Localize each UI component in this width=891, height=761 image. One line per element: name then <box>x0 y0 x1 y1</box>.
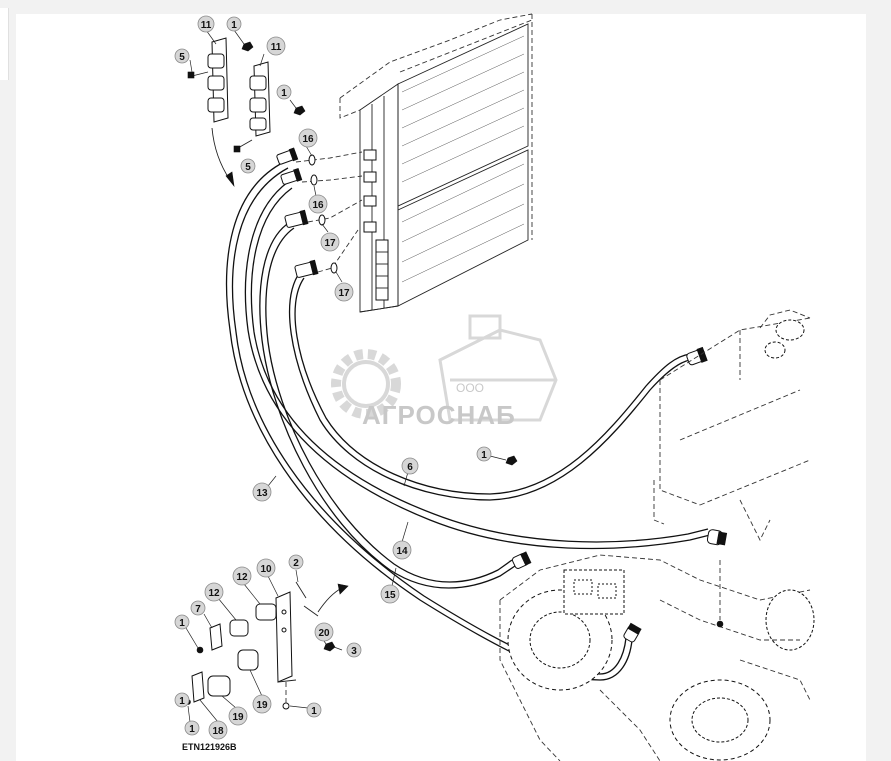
callout-19: 19 <box>252 694 272 714</box>
callout-1: 1 <box>476 446 492 462</box>
transmission-housing <box>499 554 815 761</box>
callout-1: 1 <box>226 16 242 32</box>
callout-text: 19 <box>256 700 268 711</box>
callout-11: 11 <box>266 36 286 56</box>
callout-text: 14 <box>396 546 408 557</box>
callout-2: 2 <box>288 554 304 570</box>
callout-text: 12 <box>236 572 248 583</box>
watermark-prefix: ООО <box>456 381 484 395</box>
harvester-icon <box>438 314 558 422</box>
callout-1: 1 <box>306 702 322 718</box>
callout-text: 19 <box>232 712 244 723</box>
callout-19: 19 <box>228 706 248 726</box>
gear-icon <box>331 349 401 419</box>
callout-text: 1 <box>281 88 287 99</box>
callout-15: 15 <box>380 584 400 604</box>
callout-14: 14 <box>392 540 412 560</box>
watermark-company: АГРОСНАБ <box>362 400 516 430</box>
callout-text: 17 <box>338 288 350 299</box>
callout-1: 1 <box>276 84 292 100</box>
callout-16: 16 <box>298 128 318 148</box>
callout-text: 20 <box>318 628 330 639</box>
callout-text: 6 <box>407 462 413 473</box>
callout-text: 1 <box>311 706 317 717</box>
callout-3: 3 <box>346 642 362 658</box>
callout-text: 13 <box>256 488 268 499</box>
callout-text: 12 <box>208 588 220 599</box>
callout-text: 3 <box>351 646 357 657</box>
radiator-assembly <box>339 13 533 313</box>
hose-group <box>225 161 711 681</box>
callout-7: 7 <box>190 600 206 616</box>
callout-text: 11 <box>201 20 212 31</box>
callout-12: 12 <box>232 566 252 586</box>
callout-text: 5 <box>179 52 185 63</box>
callout-text: 1 <box>231 20 237 31</box>
port-alignment-lines <box>295 151 363 273</box>
callout-20: 20 <box>314 622 334 642</box>
callout-5: 5 <box>174 48 190 64</box>
top-clamp-assembly <box>187 37 306 188</box>
callout-17: 17 <box>334 282 354 302</box>
callout-1: 1 <box>184 720 200 736</box>
callout-text: 1 <box>189 724 195 735</box>
callout-11: 11 <box>197 15 215 33</box>
callout-text: 1 <box>179 696 185 707</box>
nut-part-1 <box>505 455 518 466</box>
radiator-fins <box>401 35 525 283</box>
callout-text: 2 <box>293 558 299 569</box>
hose-fittings-top <box>276 147 319 278</box>
callout-text: 7 <box>195 604 201 615</box>
callout-text: 15 <box>384 590 396 601</box>
callout-text: 1 <box>179 618 185 629</box>
callout-17: 17 <box>320 232 340 252</box>
callout-text: 18 <box>212 726 224 737</box>
callout-text: 1 <box>481 450 487 461</box>
callout-text: 16 <box>302 134 314 145</box>
diagram-canvas <box>16 14 866 761</box>
callout-text: 17 <box>324 238 336 249</box>
callout-1: 1 <box>174 614 190 630</box>
callout-text: 16 <box>312 200 324 211</box>
callout-1: 1 <box>174 692 190 708</box>
tractor-frame <box>653 309 811 542</box>
o-rings <box>308 154 338 274</box>
left-panel-edge <box>0 8 9 80</box>
callout-text: 11 <box>271 42 282 53</box>
company-watermark: ООО АГРОСНАБ <box>331 314 558 430</box>
callout-16: 16 <box>308 194 328 214</box>
callout-text: 10 <box>260 564 272 575</box>
callout-text: 5 <box>245 162 251 173</box>
callout-10: 10 <box>256 558 276 578</box>
radiator-side-ports <box>363 149 389 301</box>
callout-6: 6 <box>401 457 419 475</box>
callout-13: 13 <box>252 482 272 502</box>
lower-bracket-assembly <box>185 581 349 710</box>
callout-5: 5 <box>240 158 256 174</box>
callout-12: 12 <box>204 582 224 602</box>
hose-fittings-bottom <box>511 346 728 643</box>
figure-code: ETN121926B <box>182 742 237 752</box>
callout-18: 18 <box>208 720 228 740</box>
